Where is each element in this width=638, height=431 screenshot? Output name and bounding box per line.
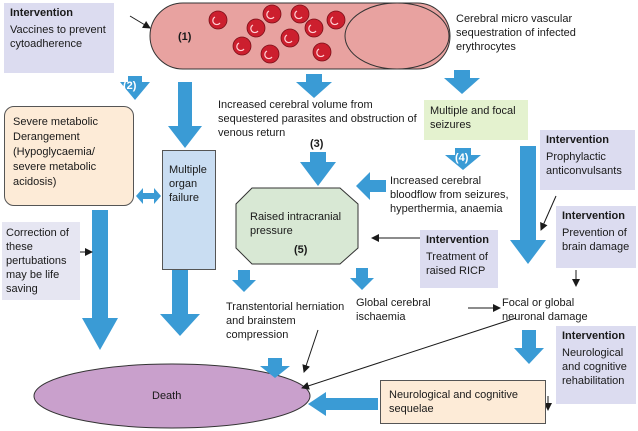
label-n1: (1) xyxy=(178,31,192,43)
intervention-brain-damage: Intervention Prevention of brain damage xyxy=(556,206,636,268)
organ-failure-box: Multiple organ failure xyxy=(162,150,216,270)
sequelae-text: Neurological and cognitive sequelae xyxy=(389,389,519,415)
herniation-text: Transtentorial herniation and brainstem … xyxy=(226,301,345,341)
intervention-rehab: Intervention Neurological and cognitive … xyxy=(556,326,636,404)
intervention-ricp: Intervention Treatment of raised RICP xyxy=(420,230,498,288)
intervention-anticonvulsants: Intervention Prophylactic anticonvulsant… xyxy=(540,130,635,190)
death-ellipse xyxy=(33,363,311,429)
ischaemia-text: Global cerebral ischaemia xyxy=(356,297,431,323)
correction-text: Correction of these pertubations may be … xyxy=(6,227,69,295)
intervention-heading: Intervention xyxy=(546,134,609,146)
death-text: Death xyxy=(152,390,182,402)
intervention-heading: Intervention xyxy=(10,7,73,19)
intervention-brain-damage-text: Prevention of brain damage xyxy=(562,227,630,253)
intervention-heading: Intervention xyxy=(562,210,625,222)
intervention-rehab-text: Neurological and cognitive rehabilitatio… xyxy=(562,347,627,387)
bloodflow-text: Increased cerebral bloodflow from seizur… xyxy=(390,175,509,215)
correction-box: Correction of these pertubations may be … xyxy=(2,222,80,300)
infected-erythrocytes xyxy=(208,4,346,64)
seizures-text: Multiple and focal seizures xyxy=(430,105,516,131)
intervention-vaccines: Intervention Vaccines to prevent cytoadh… xyxy=(4,3,114,73)
label-n4: (4) xyxy=(455,152,469,164)
intervention-heading: Intervention xyxy=(426,234,489,246)
seizures-box: Multiple and focal seizures xyxy=(424,100,528,140)
intervention-vaccines-text: Vaccines to prevent cytoadherence xyxy=(10,24,106,50)
label-n2: (2) xyxy=(123,80,137,92)
label-n5: (5) xyxy=(294,244,308,256)
neuronal-damage-text: Focal or global neuronal damage xyxy=(502,297,588,323)
metabolic-derangement-box: Severe metabolic Derangement (Hypoglycae… xyxy=(4,106,134,206)
intervention-ricp-text: Treatment of raised RICP xyxy=(426,251,488,277)
label-n3: (3) xyxy=(310,138,324,150)
parasite-rings xyxy=(212,10,339,60)
organ-failure-text: Multiple organ failure xyxy=(169,164,207,204)
cerebral-volume-text: Increased cerebral volume from sequester… xyxy=(218,99,417,139)
sequestration-text: Cerebral micro vascular sequestration of… xyxy=(456,13,576,53)
sequelae-box: Neurological and cognitive sequelae xyxy=(380,380,546,424)
intervention-heading: Intervention xyxy=(562,330,625,342)
metabolic-derangement-text: Severe metabolic Derangement (Hypoglycae… xyxy=(13,116,98,188)
intervention-anticonvulsants-text: Prophylactic anticonvulsants xyxy=(546,151,622,177)
icp-text: Raised intracranial pressure xyxy=(250,211,342,237)
icp-octagon xyxy=(235,187,359,265)
blue-arrows xyxy=(82,70,546,416)
thin-arrows xyxy=(78,15,580,411)
